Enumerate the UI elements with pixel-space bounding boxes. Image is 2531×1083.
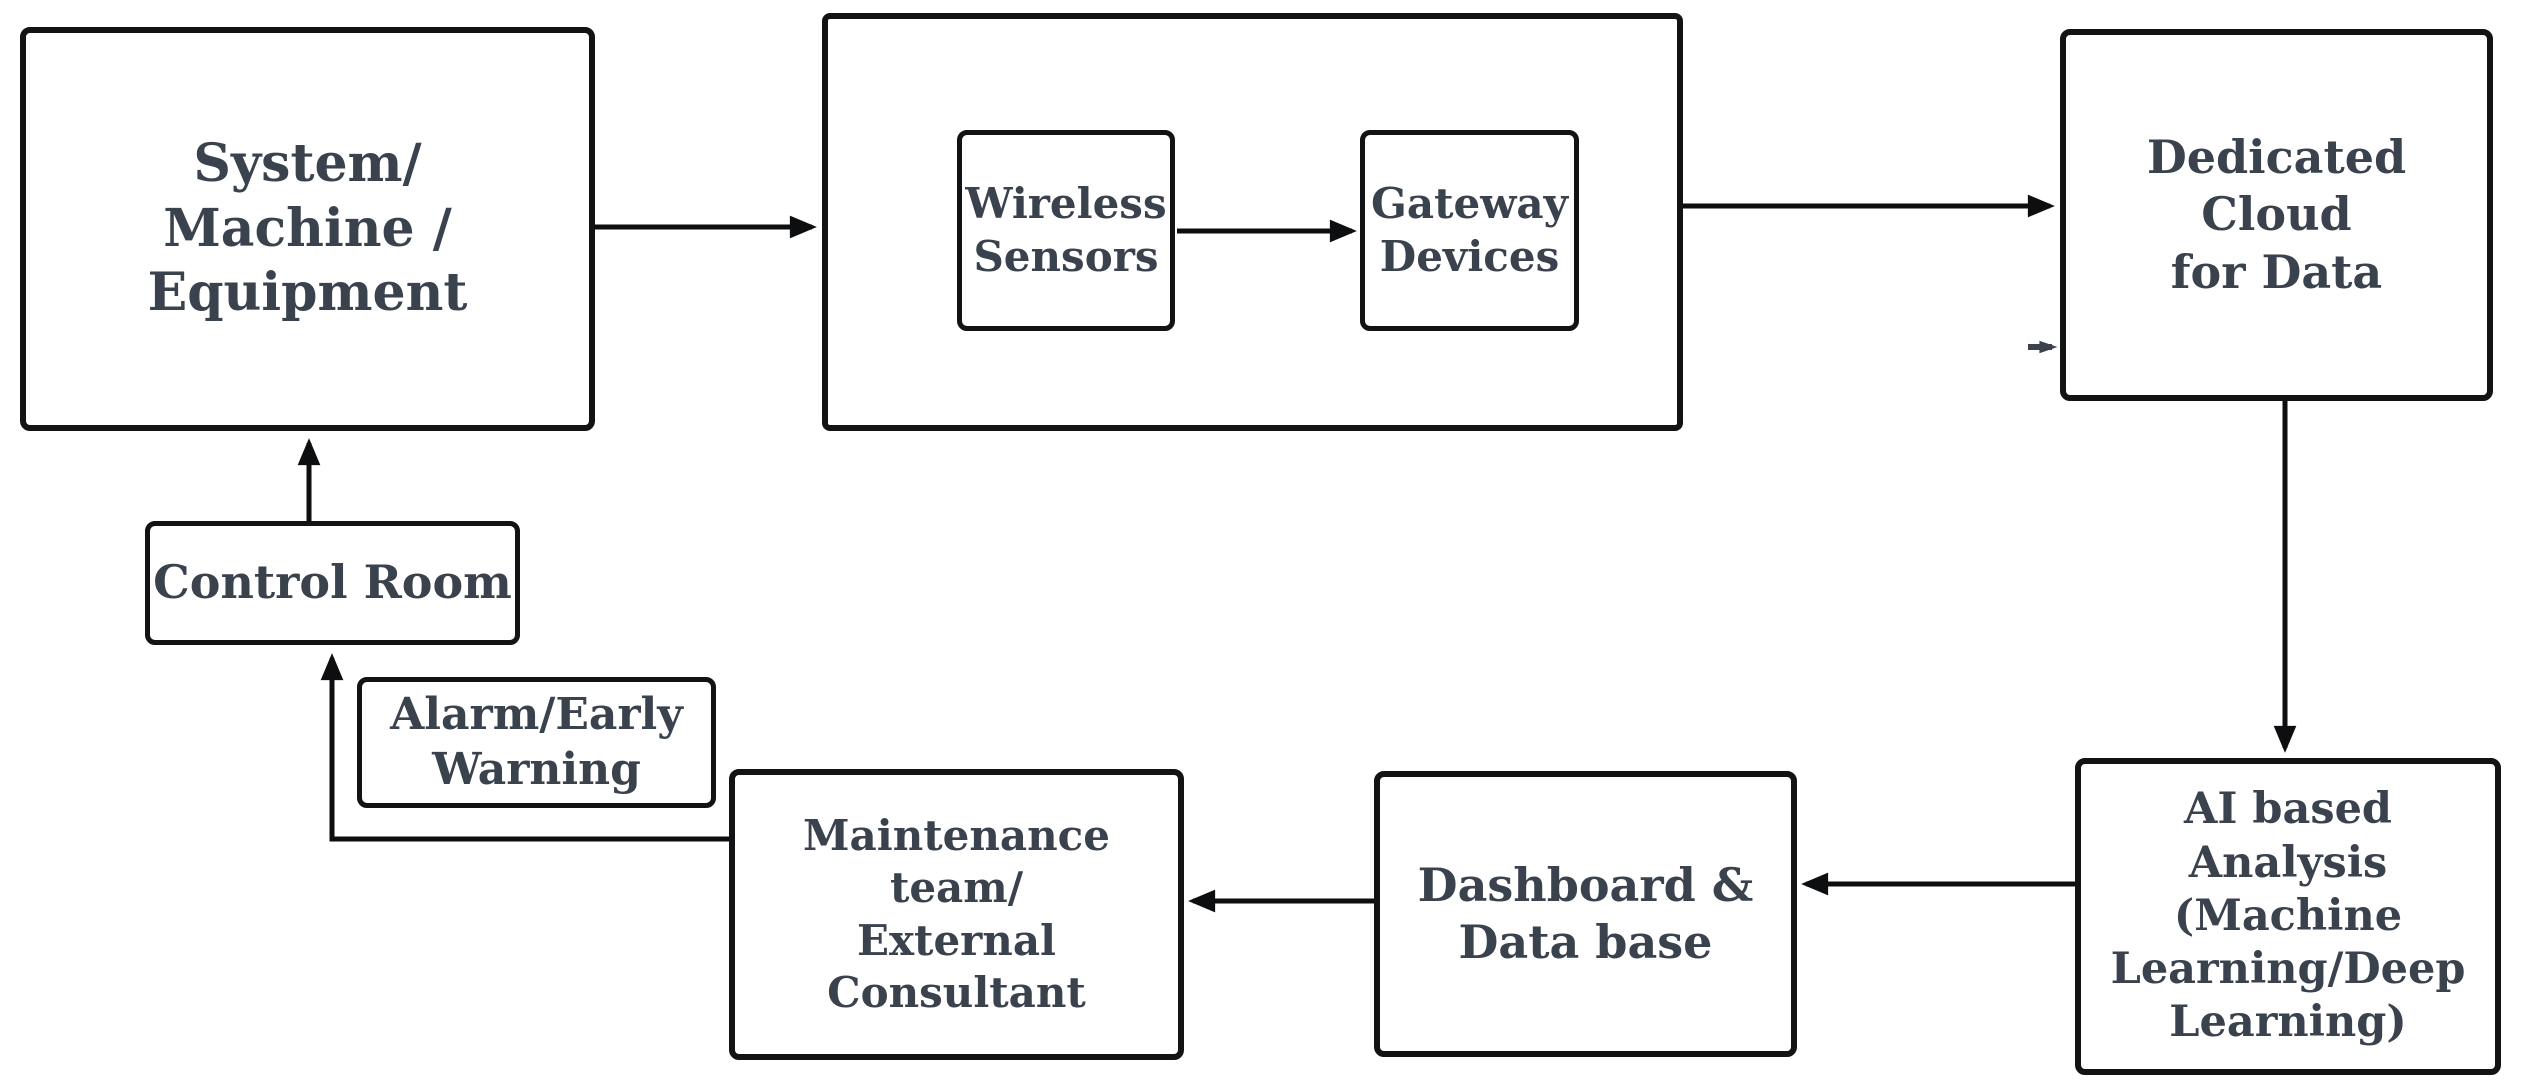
node-maintenance-team: Maintenance team/ External Consultant [729, 769, 1184, 1060]
node-gateway-devices: Gateway Devices [1360, 130, 1579, 331]
node-dedicated-cloud: Dedicated Cloud for Data [2060, 29, 2493, 401]
node-system-machine-equipment: System/ Machine / Equipment [20, 27, 595, 431]
node-alarm-early-warning: Alarm/Early Warning [357, 677, 716, 808]
node-dashboard-database: Dashboard & Data base [1374, 771, 1797, 1057]
node-control-room: Control Room [145, 521, 520, 645]
node-wireless-sensors: Wireless Sensors [957, 130, 1175, 331]
node-ai-analysis: AI based Analysis (Machine Learning/Deep… [2075, 758, 2501, 1075]
